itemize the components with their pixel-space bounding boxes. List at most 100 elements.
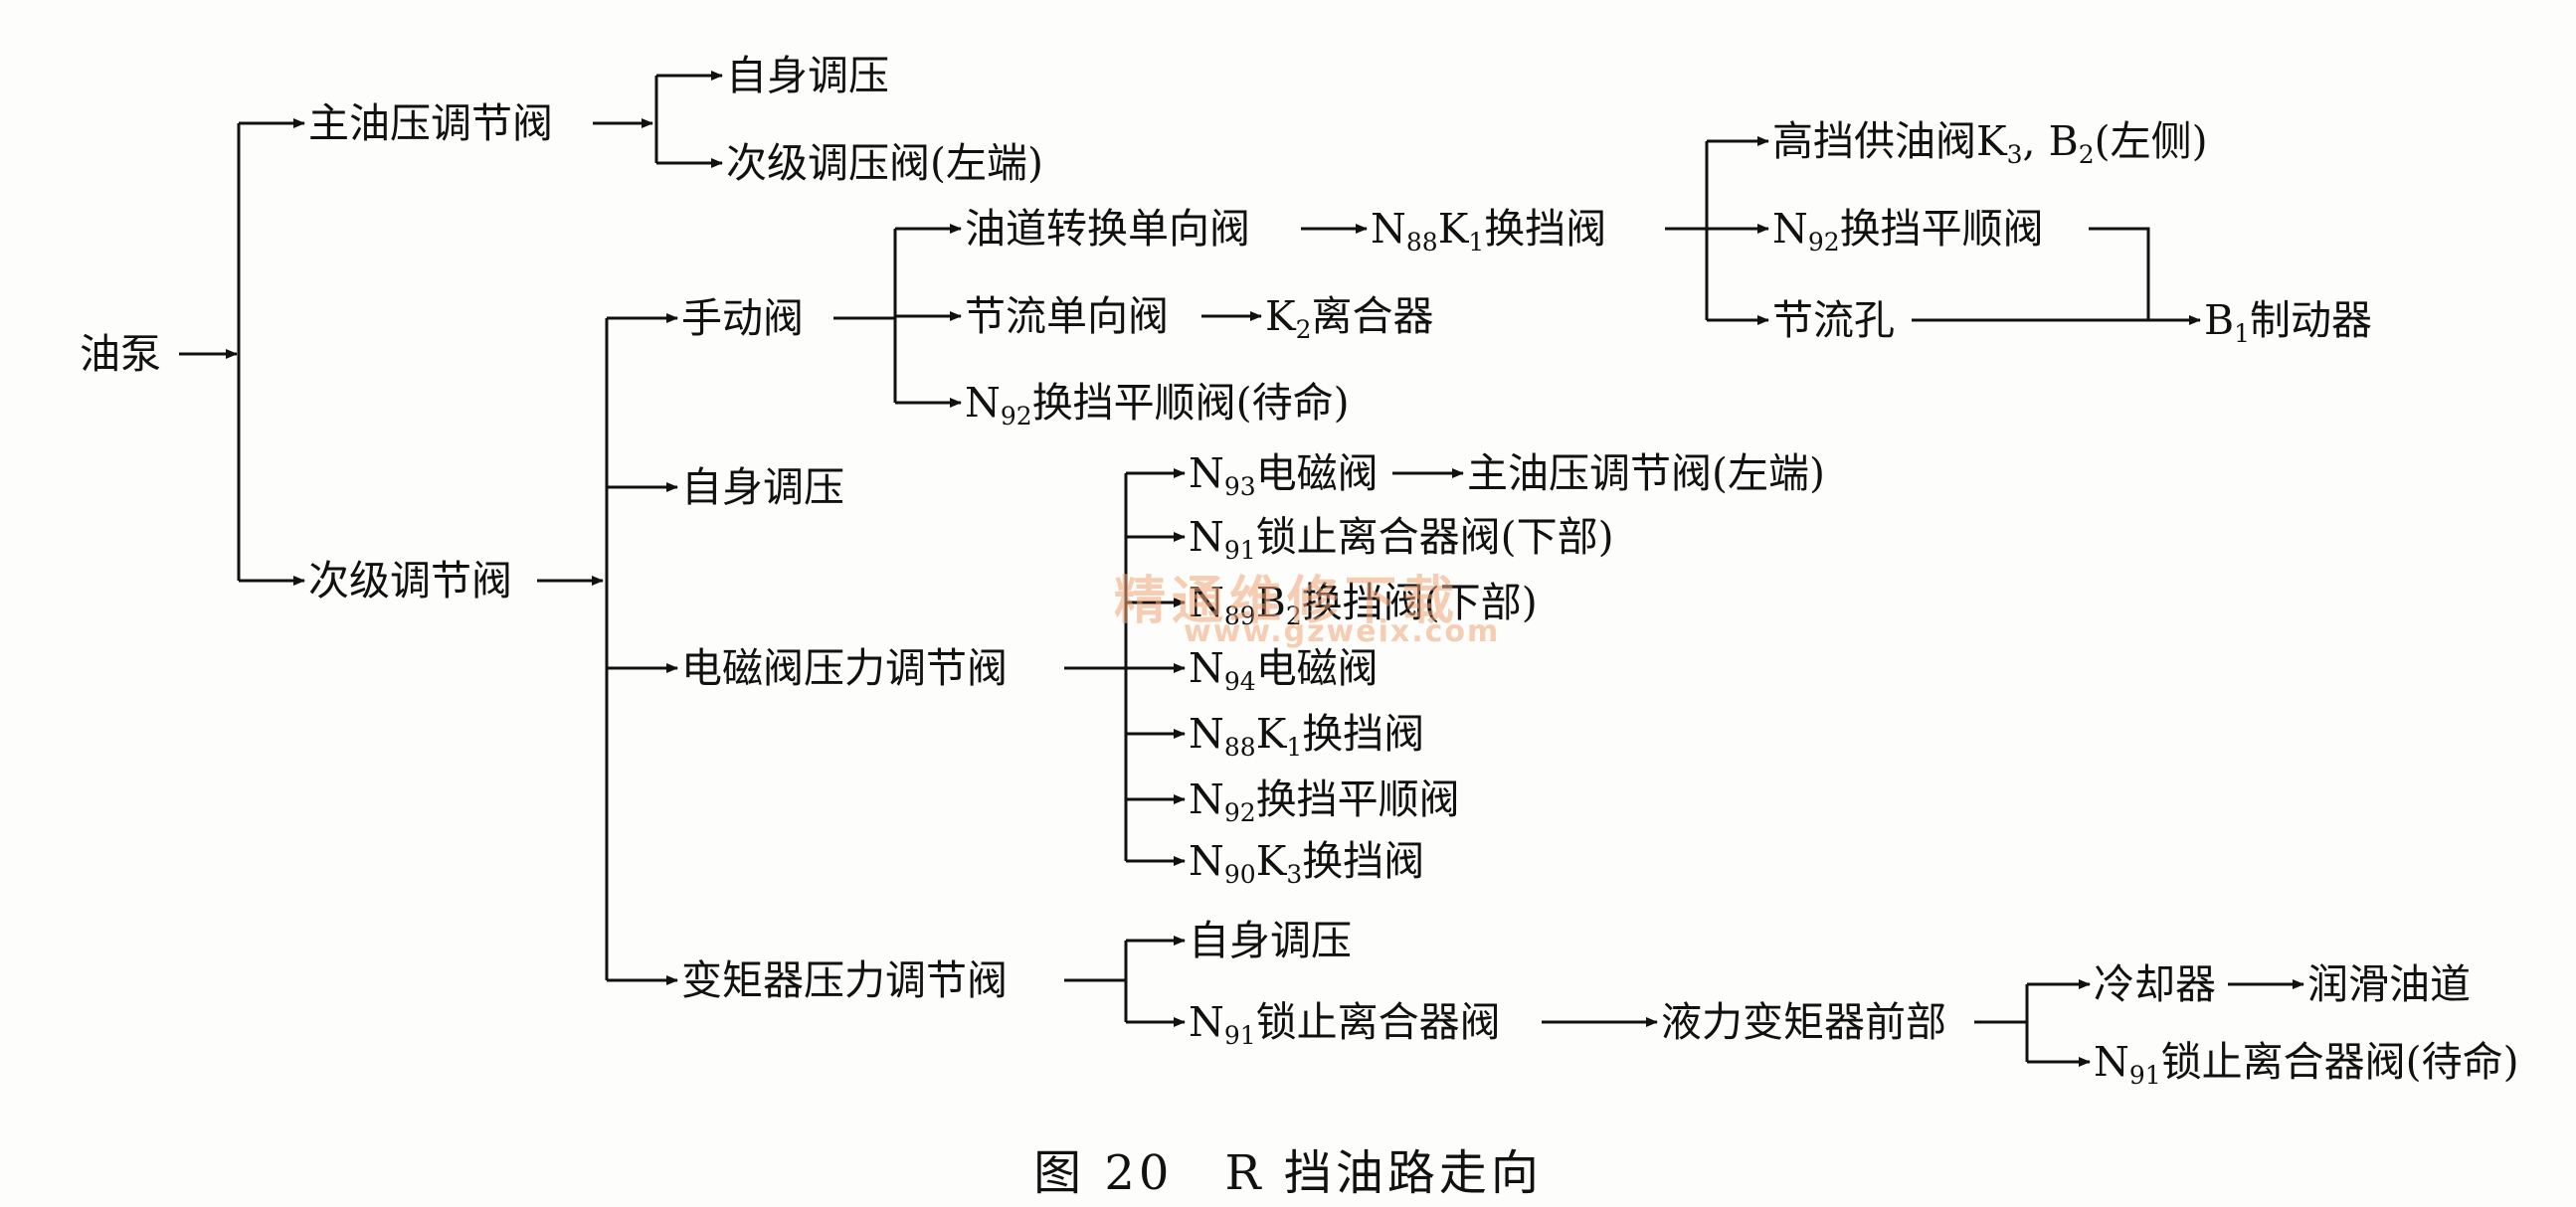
node-text-part: (左侧) [2094,117,2208,165]
node-text-part: N [1189,579,1224,626]
node-text-part: 94 [1223,667,1256,696]
node-n88-k1-shift-valve-upper: N88K1换挡阀 [1371,203,1606,255]
node-text-part: 92 [1000,402,1032,431]
node-n93-solenoid-valve: N93电磁阀 [1189,447,1379,499]
node-text-part: 锁止离合器阀(下部) [1255,513,1614,561]
node-text-part: N [965,379,1001,427]
node-text-part: 1 [2234,319,2251,348]
node-k2-clutch: K2离合器 [1265,290,1434,342]
node-secondary-regulator-left-end: 次级调压阀(左端) [726,137,1043,189]
node-text-part: N [1189,998,1224,1046]
node-text-part: 91 [2128,1061,2161,1090]
node-text-part: K [1255,837,1287,885]
node-text-part: 1 [1468,228,1485,257]
node-manual-valve: 手动阀 [681,292,804,344]
node-torque-converter-front: 液力变矩器前部 [1661,996,1946,1048]
node-text-part: 主油压调节阀 [308,99,553,147]
node-text-part: N [2094,1038,2129,1086]
node-text-part: 节流单向阀 [965,292,1169,340]
node-text-part: N [1189,513,1224,561]
node-text-part: 换挡阀 [1302,710,1425,758]
node-text-part: 润滑油道 [2307,960,2471,1008]
node-text-part: K [1437,205,1469,253]
node-n92-smoothing-valve-lower: N92换挡平顺阀 [1189,774,1460,825]
node-text-part: 电磁阀 [1255,449,1379,497]
node-text-part: 手动阀 [681,294,804,342]
node-text-part: 90 [1223,860,1256,889]
node-lubrication-channel: 润滑油道 [2307,958,2471,1010]
node-text-part: K [1255,710,1287,758]
node-text-part: 换挡阀 [1484,205,1607,253]
node-text-part: , B [2022,117,2079,165]
node-text-part: 换挡平顺阀 [1255,776,1460,823]
line-n92-to-b1 [2089,227,2150,320]
node-text-part: 次级调节阀 [308,557,512,604]
node-text-part: 换挡阀(下部) [1301,579,1538,626]
node-text-part: 93 [1223,472,1256,501]
node-main-regulator-left-end: 主油压调节阀(左端) [1467,447,1825,499]
node-torque-converter-pressure-regulator: 变矩器压力调节阀 [681,954,1008,1006]
node-text-part: 91 [1223,1021,1256,1050]
node-b1-brake: B1制动器 [2204,294,2372,346]
node-text-part: 节流孔 [1772,296,1895,344]
node-text-part: 离合器 [1311,292,1434,340]
node-text-part: 油道转换单向阀 [965,205,1250,253]
node-text-part: 换挡平顺阀(待命) [1031,379,1350,427]
watermark-text: 精通维修下载 [1114,572,1461,631]
node-text-part: 次级调压阀(左端) [726,139,1043,187]
node-text-part: 1 [1286,733,1303,762]
node-text-part: 自身调压 [726,52,889,99]
watermark-url: www.gzweix.com [1184,614,1501,649]
node-text-part: 2 [2078,140,2095,169]
figure-caption: 图 20 R 挡油路走向 [1033,1145,1543,1201]
node-main-pressure-regulator: 主油压调节阀 [308,97,553,149]
node-high-gear-supply-valve: 高挡供油阀K3, B2(左侧) [1772,115,2208,167]
node-text-part: B [1255,579,1286,626]
node-text-part: B [2204,296,2235,344]
node-text-part: N [1189,449,1224,497]
node-text-part: 自身调压 [1189,917,1352,964]
node-text-part: N [1189,644,1224,692]
node-n92-smoothing-valve-upper: N92换挡平顺阀 [1772,203,2044,255]
node-text-part: 换挡阀 [1302,837,1425,885]
node-text-part: 液力变矩器前部 [1661,998,1946,1046]
node-n90-k3-shift-valve: N90K3换挡阀 [1189,835,1424,887]
node-self-regulation-1: 自身调压 [726,50,889,101]
node-n89-b2-shift-valve-lower: N89B2换挡阀(下部) [1189,577,1538,628]
node-n92-smoothing-valve-standby: N92换挡平顺阀(待命) [965,377,1350,429]
node-self-regulation-2: 自身调压 [681,461,844,513]
node-n91-lockup-valve-standby: N91锁止离合器阀(待命) [2094,1036,2519,1088]
node-text-part: 换挡平顺阀 [1839,205,2044,253]
node-text-part: 92 [1223,798,1256,827]
node-text-part: N [1772,205,1808,253]
node-text-part: 油泵 [80,330,161,378]
node-text-part: 锁止离合器阀 [1255,998,1501,1046]
node-text-part: 88 [1223,733,1256,762]
node-n91-lockup-clutch-valve: N91锁止离合器阀 [1189,996,1501,1048]
node-text-part: 主油压调节阀(左端) [1467,449,1825,497]
node-text-part: 自身调压 [681,463,844,511]
node-secondary-regulator: 次级调节阀 [308,555,512,606]
node-text-part: 89 [1223,602,1256,630]
node-n91-lockup-valve-lower: N91锁止离合器阀(下部) [1189,511,1614,563]
node-text-part: 电磁阀压力调节阀 [681,644,1008,692]
node-text-part: 2 [1285,602,1302,630]
node-n94-solenoid-valve: N94电磁阀 [1189,642,1379,694]
node-n88-k1-shift-valve-lower: N88K1换挡阀 [1189,708,1424,760]
node-throttle-check-valve: 节流单向阀 [965,290,1169,342]
node-text-part: 3 [2006,140,2023,169]
node-oil-pump: 油泵 [80,328,161,380]
node-text-part: N [1189,776,1224,823]
node-cooler: 冷却器 [2094,958,2216,1010]
node-orifice: 节流孔 [1772,294,1895,346]
node-text-part: 制动器 [2250,296,2373,344]
node-text-part: N [1189,837,1224,885]
node-text-part: 锁止离合器阀(待命) [2160,1038,2519,1086]
node-text-part: N [1371,205,1406,253]
node-text-part: 高挡供油阀K [1772,117,2007,165]
node-text-part: 88 [1405,228,1438,257]
node-self-regulation-3: 自身调压 [1189,915,1352,966]
node-oil-channel-check-valve: 油道转换单向阀 [965,203,1250,255]
